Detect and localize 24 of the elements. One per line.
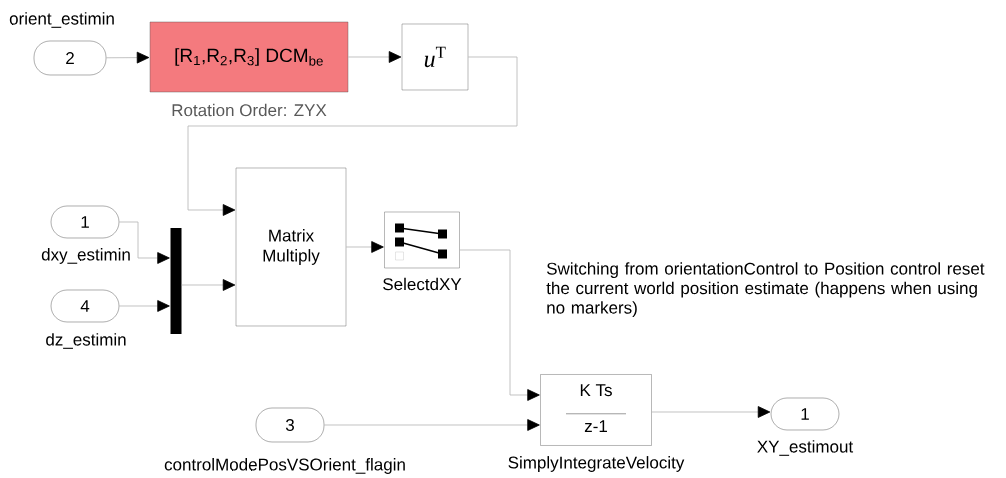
arrow [323, 419, 540, 431]
block-label: controlModePosVSOrient_flagin [164, 458, 405, 474]
note-text: Switching from orientationControl to Position control reset the current world position estimate (happens when using no markers) [546, 262, 985, 317]
arrow [459, 249, 540, 401]
arrow [118, 221, 170, 264]
block-label: XY_estimout [757, 440, 854, 456]
function-block: Matrix Multiply [235, 167, 347, 327]
arrow [105, 51, 150, 64]
block-label: orient_estimin [9, 12, 114, 28]
block-label: Rotation Order: ZYX [172, 103, 327, 117]
block-label: dz_estimin [46, 333, 126, 349]
function-block: K Ts z-1 [540, 374, 652, 446]
block-label: dxy_estimin [41, 248, 130, 264]
block-label: SelectdXY [383, 277, 462, 291]
arrow [651, 406, 771, 418]
arrow [345, 241, 384, 253]
arrow [187, 56, 518, 216]
arrow [118, 300, 170, 312]
arrow [181, 279, 236, 291]
conversion-block: [R$_{1}$,R$_{2}$,R$_{3}$] DCM$_{be}$ [149, 21, 349, 93]
arrow [347, 51, 402, 63]
selector-block [384, 211, 460, 269]
block-label: SimplyIntegrateVelocity [508, 456, 685, 472]
function-block: u$^{T}$ [401, 23, 469, 91]
